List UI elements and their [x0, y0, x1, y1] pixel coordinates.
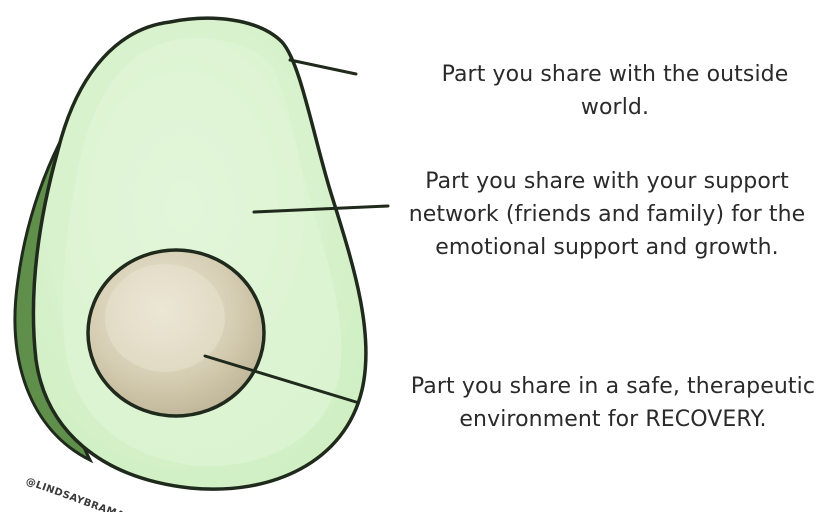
label-outer-skin: Part you share with the outside world. — [395, 58, 835, 124]
label-inner-line1: Part you share in a safe, therapeutic — [389, 370, 837, 403]
label-middle-line2: network (friends and family) for the — [377, 198, 837, 231]
label-outer-line1: Part you share with the outside — [395, 58, 835, 91]
label-inner-line2: environment for RECOVERY. — [389, 403, 837, 436]
label-middle-flesh: Part you share with your support network… — [377, 165, 837, 264]
label-inner-pit: Part you share in a safe, therapeutic en… — [389, 370, 837, 436]
label-outer-line2: world. — [395, 91, 835, 124]
label-middle-line3: emotional support and growth. — [377, 231, 837, 264]
label-middle-line1: Part you share with your support — [377, 165, 837, 198]
leader-line-outer — [290, 60, 356, 74]
